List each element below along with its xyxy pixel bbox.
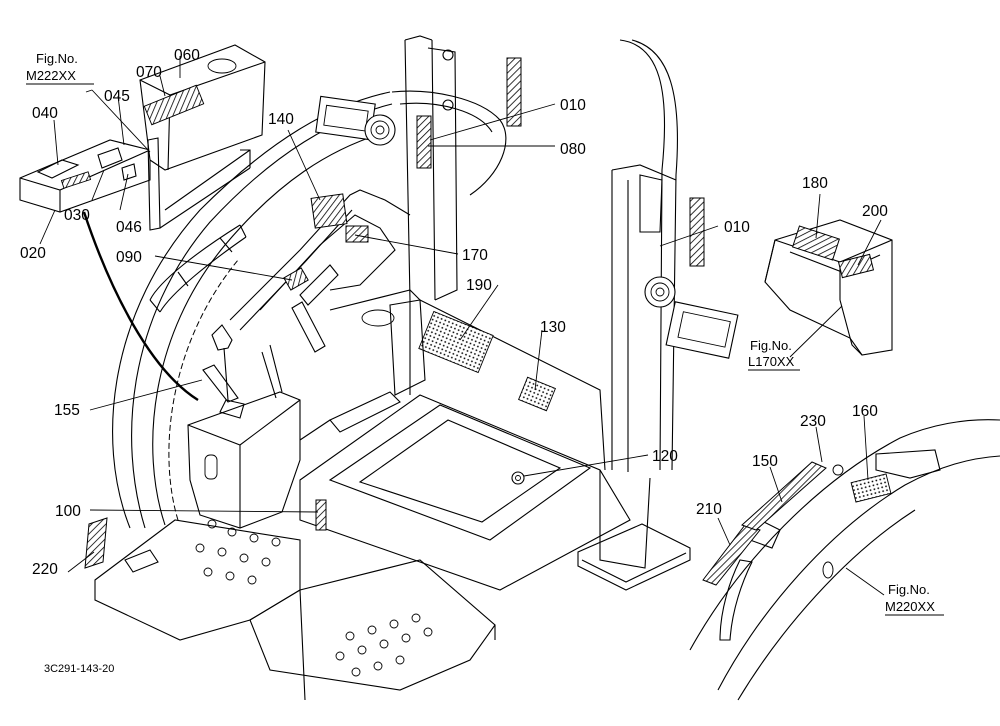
label-140-decal: [310, 193, 348, 229]
dashboard-panel: [229, 189, 411, 331]
grab-handle: [149, 224, 247, 313]
label-150-decal: [741, 461, 827, 531]
label-220-decal: [84, 517, 108, 569]
reference-wire: [82, 211, 199, 402]
label-160-decal: [850, 473, 892, 503]
part-label: 010: [724, 219, 750, 236]
part-label: 040: [32, 105, 58, 122]
part-label: 020: [20, 245, 46, 262]
work-lamp-left: [315, 95, 396, 146]
label-100-decal: [315, 499, 327, 531]
figure-ref-number: M220XX: [885, 599, 935, 614]
part-label: 210: [696, 501, 722, 518]
part-label: 180: [802, 175, 828, 192]
armrest-detail: [19, 44, 266, 231]
label-070-decal: [143, 84, 205, 126]
control-console: [187, 289, 426, 529]
label-210-decal: [702, 524, 761, 586]
label-130-decal: [518, 376, 556, 412]
part-label: 046: [116, 219, 142, 236]
part-label: 070: [136, 64, 162, 81]
rops-left-post: [404, 35, 458, 301]
part-label: 230: [800, 413, 826, 430]
work-lamp-right: [644, 276, 739, 359]
figure-ref-prefix: Fig.No.: [750, 338, 792, 353]
part-label: 160: [852, 403, 878, 420]
part-label: 010: [560, 97, 586, 114]
part-label: 220: [32, 561, 58, 578]
drawing-code: 3C291-143-20: [44, 663, 114, 675]
label-200-decal: [837, 253, 875, 279]
label-080-decal: [416, 115, 432, 169]
part-label: 045: [104, 88, 130, 105]
operator-floor: [94, 299, 631, 701]
label-010-decal-a: [506, 57, 522, 127]
figure-ref-number: M222XX: [26, 68, 76, 83]
rops-right-post: [577, 39, 691, 591]
fender-detail: [689, 419, 1000, 701]
label-090-decal: [283, 267, 309, 291]
part-labels: 060 070 045 040 030 046 020 140 010 080 …: [20, 47, 888, 578]
part-label: 140: [268, 111, 294, 128]
label-180-decal: [791, 225, 841, 261]
figure-ref-prefix: Fig.No.: [888, 582, 930, 597]
leader-lines: [39, 56, 885, 596]
figure-ref-l170: Fig.No. L170XX: [748, 338, 800, 371]
figure-ref-m220: Fig.No. M220XX: [885, 582, 944, 616]
label-010-decal-b: [689, 197, 705, 267]
part-label: 155: [54, 402, 80, 419]
part-label: 200: [862, 203, 888, 220]
figure-ref-prefix: Fig.No.: [36, 51, 78, 66]
part-label: 100: [55, 503, 81, 520]
label-170-decal: [345, 225, 369, 243]
part-label: 150: [752, 453, 778, 470]
part-label: 030: [64, 207, 90, 224]
part-label: 130: [540, 319, 566, 336]
part-label: 090: [116, 249, 142, 266]
part-120-plug: [511, 471, 525, 485]
floor-holes: [195, 519, 433, 677]
cover-detail: [764, 219, 893, 356]
part-label: 080: [560, 141, 586, 158]
part-label: 190: [466, 277, 492, 294]
figure-ref-m222: Fig.No. M222XX: [26, 51, 94, 85]
part-label: 120: [652, 448, 678, 465]
part-label: 060: [174, 47, 200, 64]
label-190-decal: [418, 310, 494, 374]
part-label: 170: [462, 247, 488, 264]
label-020-decal: [60, 171, 92, 189]
figure-ref-number: L170XX: [748, 354, 795, 369]
